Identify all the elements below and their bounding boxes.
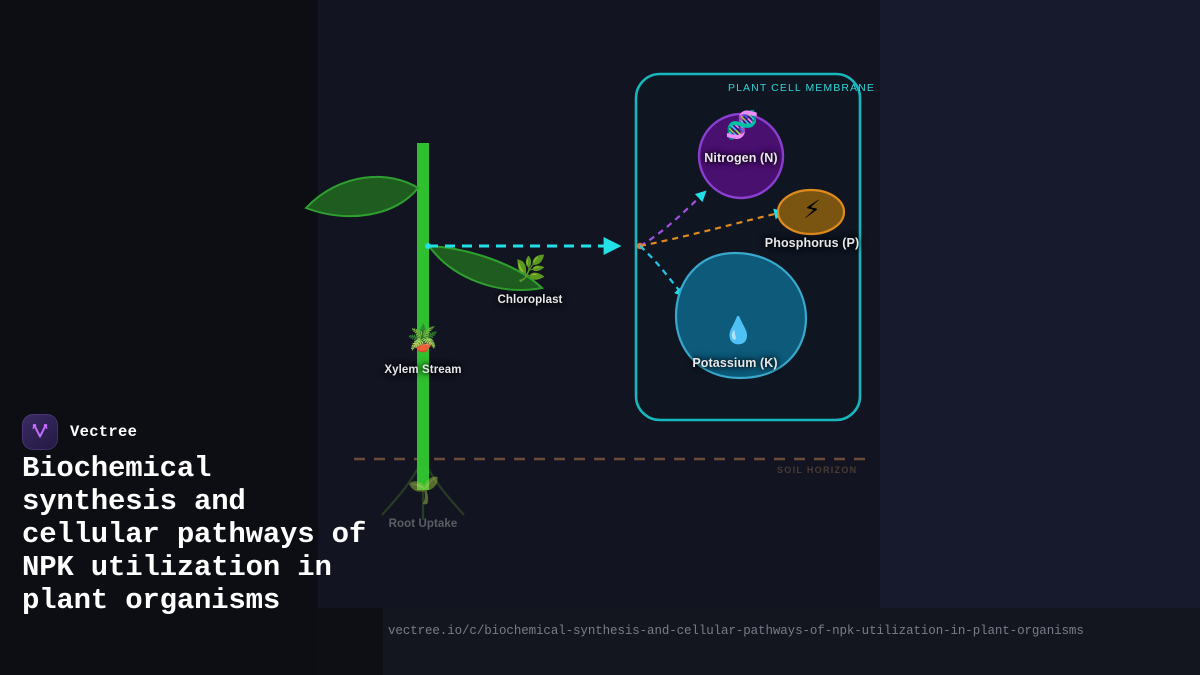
page-url: vectree.io/c/biochemical-synthesis-and-c… <box>388 624 1084 638</box>
label-phosphorus: Phosphorus (P) <box>764 236 860 250</box>
node-potassium[interactable] <box>674 251 808 380</box>
label-xylem-stream: Xylem Stream <box>384 364 462 376</box>
cell-membrane-label: PLANT CELL MEMBRANE <box>728 82 875 94</box>
leaf-chloroplast <box>426 244 545 291</box>
brand-row: Vectree <box>22 414 137 450</box>
herb-emoji: 🌿 <box>515 254 547 283</box>
leaf-upper <box>304 175 420 218</box>
potted-plant-emoji: 🪴 <box>406 324 440 354</box>
seedling-emoji: 🌱 <box>407 476 441 506</box>
plant-stem <box>417 143 429 490</box>
dna-emoji: 🧬 <box>725 110 759 141</box>
label-chloroplast: Chloroplast <box>497 294 563 306</box>
droplet-emoji: 💧 <box>722 316 755 346</box>
vectree-tree-icon <box>22 414 58 450</box>
label-root-uptake: Root Uptake <box>388 518 458 530</box>
background-footer-band <box>383 608 1200 675</box>
high-voltage-emoji: ⚡ <box>803 195 821 224</box>
node-phosphorus[interactable] <box>776 188 846 236</box>
page-title: Biochemical synthesis and cellular pathw… <box>22 452 367 617</box>
brand-name: Vectree <box>70 423 138 441</box>
background-right-panel <box>880 0 1200 608</box>
soil-horizon-label: SOIL HORIZON <box>777 465 858 475</box>
background-left-panel <box>0 0 318 675</box>
label-potassium: Potassium (K) <box>692 356 778 370</box>
label-nitrogen: Nitrogen (N) <box>704 151 778 165</box>
flow-origin-dot <box>425 243 431 249</box>
node-nitrogen[interactable] <box>697 112 785 200</box>
